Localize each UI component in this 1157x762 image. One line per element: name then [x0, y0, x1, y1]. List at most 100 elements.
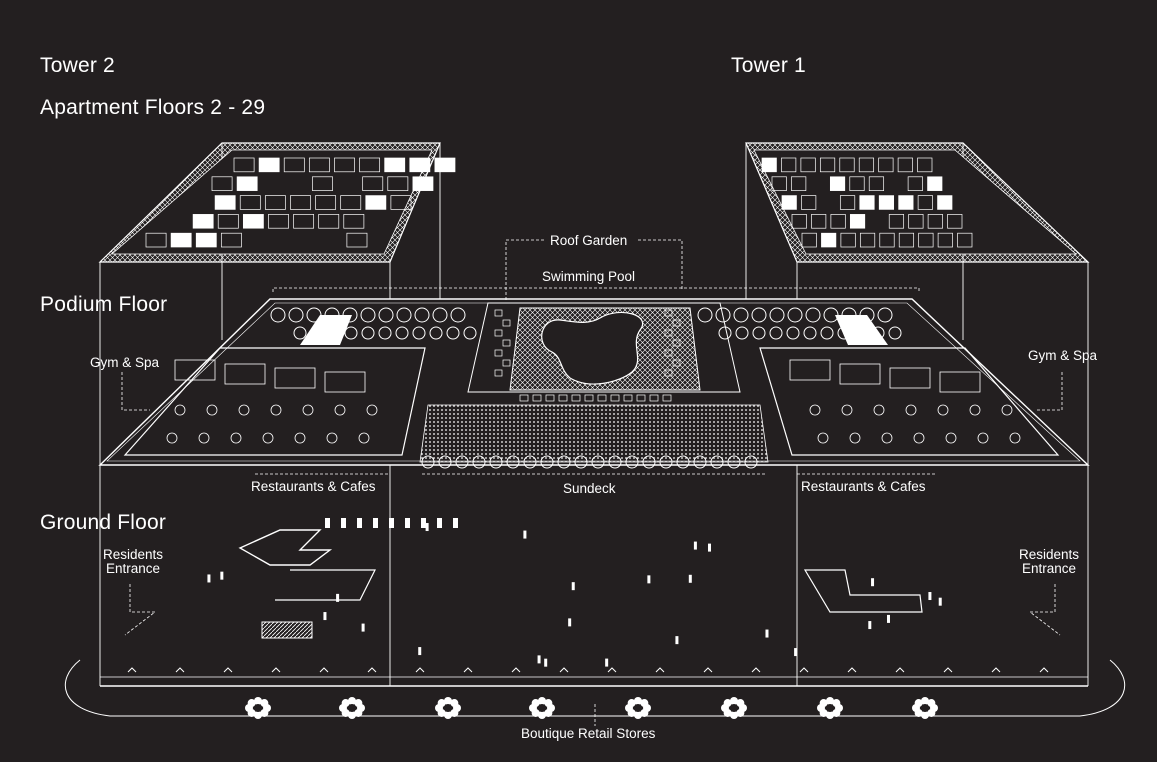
- apartment-room: [362, 176, 384, 191]
- apartment-room: [145, 232, 167, 248]
- apartment-room: [849, 214, 866, 229]
- tree-symbol: [432, 307, 448, 323]
- planter-center: [921, 704, 929, 712]
- apartment-room: [897, 157, 913, 173]
- shopfront-mark: [223, 667, 233, 673]
- tree-symbol: [710, 455, 724, 469]
- shopfront-mark: [127, 667, 137, 673]
- lounger: [672, 359, 681, 367]
- apartment-room: [917, 195, 933, 210]
- tree-symbol: [718, 326, 732, 340]
- planter-flower: [927, 699, 936, 708]
- tree-symbol: [395, 326, 409, 340]
- planter-flower: [832, 699, 841, 708]
- table-symbol: [302, 404, 314, 416]
- apartment-room: [390, 195, 412, 210]
- column-mark: [437, 518, 442, 528]
- apartment-room: [839, 157, 855, 173]
- lounger: [584, 394, 594, 402]
- tree-symbol: [786, 326, 800, 340]
- tree-symbol: [540, 455, 554, 469]
- apartment-room: [957, 232, 973, 248]
- shopfront-mark: [799, 667, 809, 673]
- tree-symbol: [715, 307, 731, 323]
- shopfront-mark: [703, 667, 713, 673]
- table-symbol: [326, 432, 338, 444]
- planter-flower: [832, 708, 841, 717]
- table-symbol: [1009, 432, 1021, 444]
- column-mark: [794, 648, 798, 657]
- table-symbol: [294, 432, 306, 444]
- column-mark: [886, 614, 890, 623]
- ground-floor-slab: [64, 518, 1126, 719]
- planter-flower: [927, 708, 936, 717]
- lounger: [664, 349, 673, 357]
- tree-symbol: [591, 455, 605, 469]
- lounger: [571, 394, 581, 402]
- apartment-room: [819, 157, 836, 173]
- apartment-room: [879, 232, 895, 248]
- lounger: [636, 394, 646, 402]
- lounger: [494, 309, 503, 317]
- tree-symbol: [752, 326, 766, 340]
- apartment-room: [312, 176, 333, 191]
- tree-symbol: [574, 455, 588, 469]
- shopfront-mark: [655, 667, 665, 673]
- planter-flower: [914, 699, 923, 708]
- planter-flower: [634, 711, 642, 719]
- table-symbol: [905, 404, 917, 416]
- apartment-room: [917, 157, 933, 173]
- table-symbol: [358, 432, 370, 444]
- apartment-room: [898, 232, 915, 248]
- stair-core: [300, 315, 352, 345]
- planter-flower: [538, 697, 546, 705]
- apartment-room: [858, 157, 875, 173]
- planter-flower: [640, 708, 649, 717]
- lounger: [672, 319, 681, 327]
- planter-flower: [444, 697, 452, 705]
- tree-symbol: [727, 455, 741, 469]
- column-mark: [871, 578, 875, 587]
- restaurants-left-label: Restaurants & Cafes: [251, 479, 376, 494]
- tree-symbol: [360, 307, 376, 323]
- tree-symbol: [820, 326, 834, 340]
- lounger: [545, 394, 555, 402]
- apartment-room: [264, 195, 286, 210]
- column-mark: [647, 575, 651, 584]
- table-symbol: [937, 404, 949, 416]
- planter-flower: [627, 699, 636, 708]
- lounger: [532, 394, 542, 402]
- column-mark: [323, 612, 327, 621]
- apartment-room: [170, 232, 192, 248]
- ground-wall: [275, 569, 376, 601]
- planter-flower: [640, 699, 649, 708]
- gym-room: [324, 371, 366, 393]
- planter-flower: [254, 711, 262, 719]
- apartment-room: [268, 214, 289, 229]
- planter-flower: [730, 697, 738, 705]
- shopfront-mark: [367, 667, 377, 673]
- shopfront-mark: [559, 667, 569, 673]
- tree-symbol: [396, 307, 412, 323]
- apartment-room: [801, 195, 817, 210]
- tree-symbol: [489, 455, 503, 469]
- planter-flower: [723, 699, 732, 708]
- column-mark: [868, 621, 872, 630]
- planter-flower: [444, 711, 452, 719]
- apartment-room: [781, 195, 797, 210]
- gym-room: [274, 367, 316, 389]
- planter-flower: [348, 697, 356, 705]
- tree-symbol: [523, 455, 537, 469]
- table-symbol: [262, 432, 274, 444]
- tree-symbol: [288, 307, 304, 323]
- tree-symbol: [888, 326, 902, 340]
- column-mark: [389, 518, 394, 528]
- gym-room: [939, 371, 981, 393]
- table-symbol: [366, 404, 378, 416]
- planter-center: [538, 704, 546, 712]
- apartment-room: [859, 232, 876, 248]
- planter-center: [348, 704, 356, 712]
- planter-flower: [348, 711, 356, 719]
- apartment-room: [771, 176, 787, 191]
